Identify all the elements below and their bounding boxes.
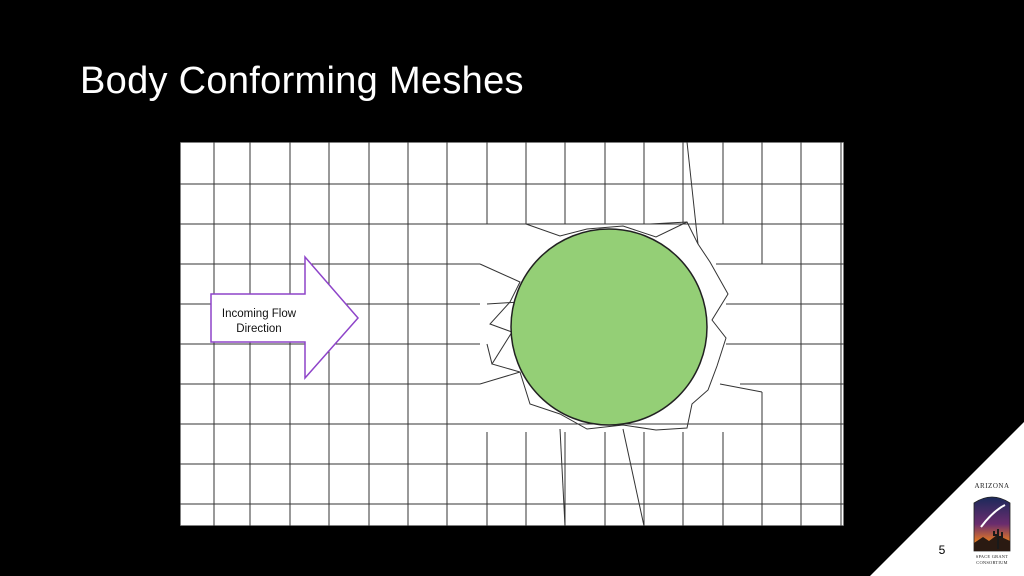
arrow-label-line2: Direction	[236, 323, 281, 335]
mesh-figure: Incoming Flow Direction	[180, 142, 844, 526]
logo-top-text: ARIZONA	[974, 482, 1010, 490]
flow-arrow	[210, 254, 359, 380]
arizona-space-grant-logo: ARIZONA SPACE GRANT CONSORTIUM	[965, 482, 1019, 568]
logo-emblem-icon	[973, 496, 1011, 552]
mesh-grid	[180, 142, 844, 526]
slide-title: Body Conforming Meshes	[80, 60, 524, 102]
logo-line2: CONSORTIUM	[976, 560, 1008, 565]
arrow-label-line1: Incoming Flow	[222, 308, 297, 320]
conforming-cells	[479, 142, 763, 526]
logo-line1: SPACE GRANT	[975, 554, 1009, 559]
page-number: 5	[938, 543, 946, 557]
cylinder-body	[510, 228, 708, 426]
